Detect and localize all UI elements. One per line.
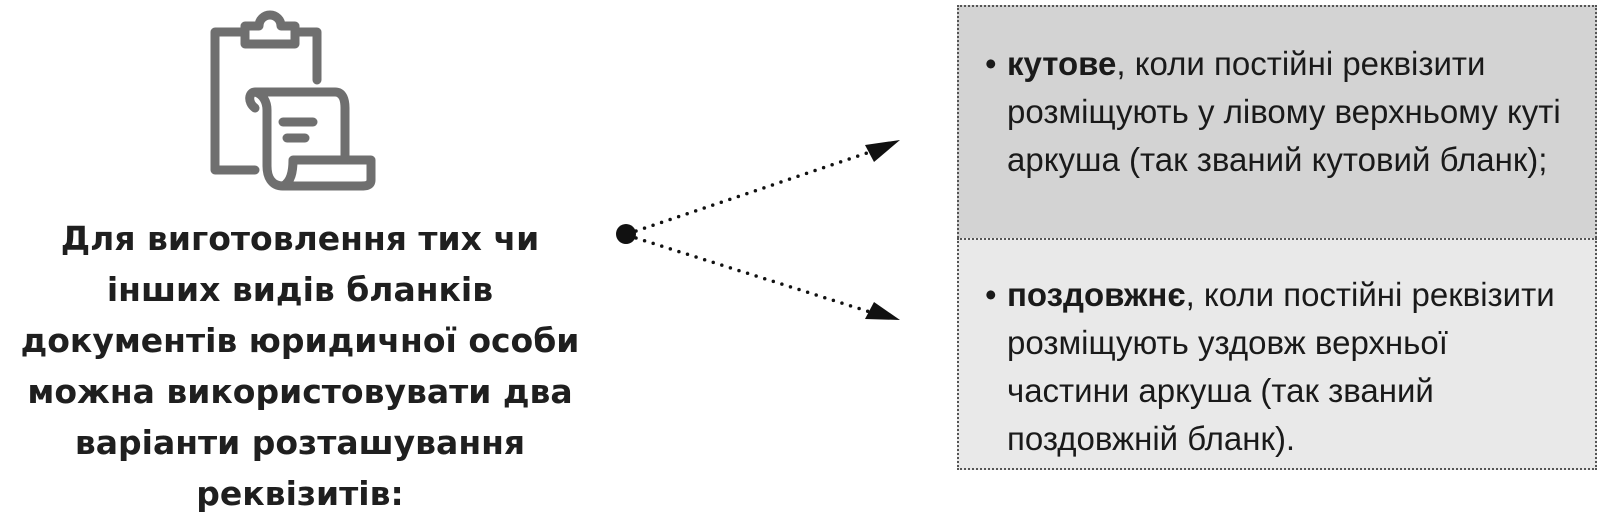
option-corner-box: • кутове, коли постійні реквізити розміщу… (957, 5, 1597, 238)
option-description: , коли постійні реквізити розміщують у л… (1007, 45, 1561, 178)
arrowhead-upper (865, 140, 900, 162)
option-longitudinal-text: • поздовжнє, коли постійні реквізити розм… (985, 271, 1567, 463)
arrowhead-lower (865, 302, 900, 320)
origin-dot (616, 224, 636, 244)
bullet-point: • (985, 276, 997, 313)
clipboard-document-icon (210, 10, 376, 191)
option-term: кутове (1007, 45, 1117, 82)
dotted-arrow-lower (634, 236, 872, 314)
option-term: поздовжнє (1007, 276, 1186, 313)
connector-arrows (616, 140, 900, 320)
intro-text: Для виготовлення тих чи інших видів блан… (20, 219, 580, 513)
option-longitudinal-box: • поздовжнє, коли постійні реквізити розм… (957, 238, 1597, 470)
option-corner-text: • кутове, коли постійні реквізити розміщу… (985, 40, 1567, 184)
option-description: , коли постійні реквізити розміщують узд… (1007, 276, 1555, 457)
dotted-arrow-upper (634, 150, 872, 233)
bullet-point: • (985, 45, 997, 82)
